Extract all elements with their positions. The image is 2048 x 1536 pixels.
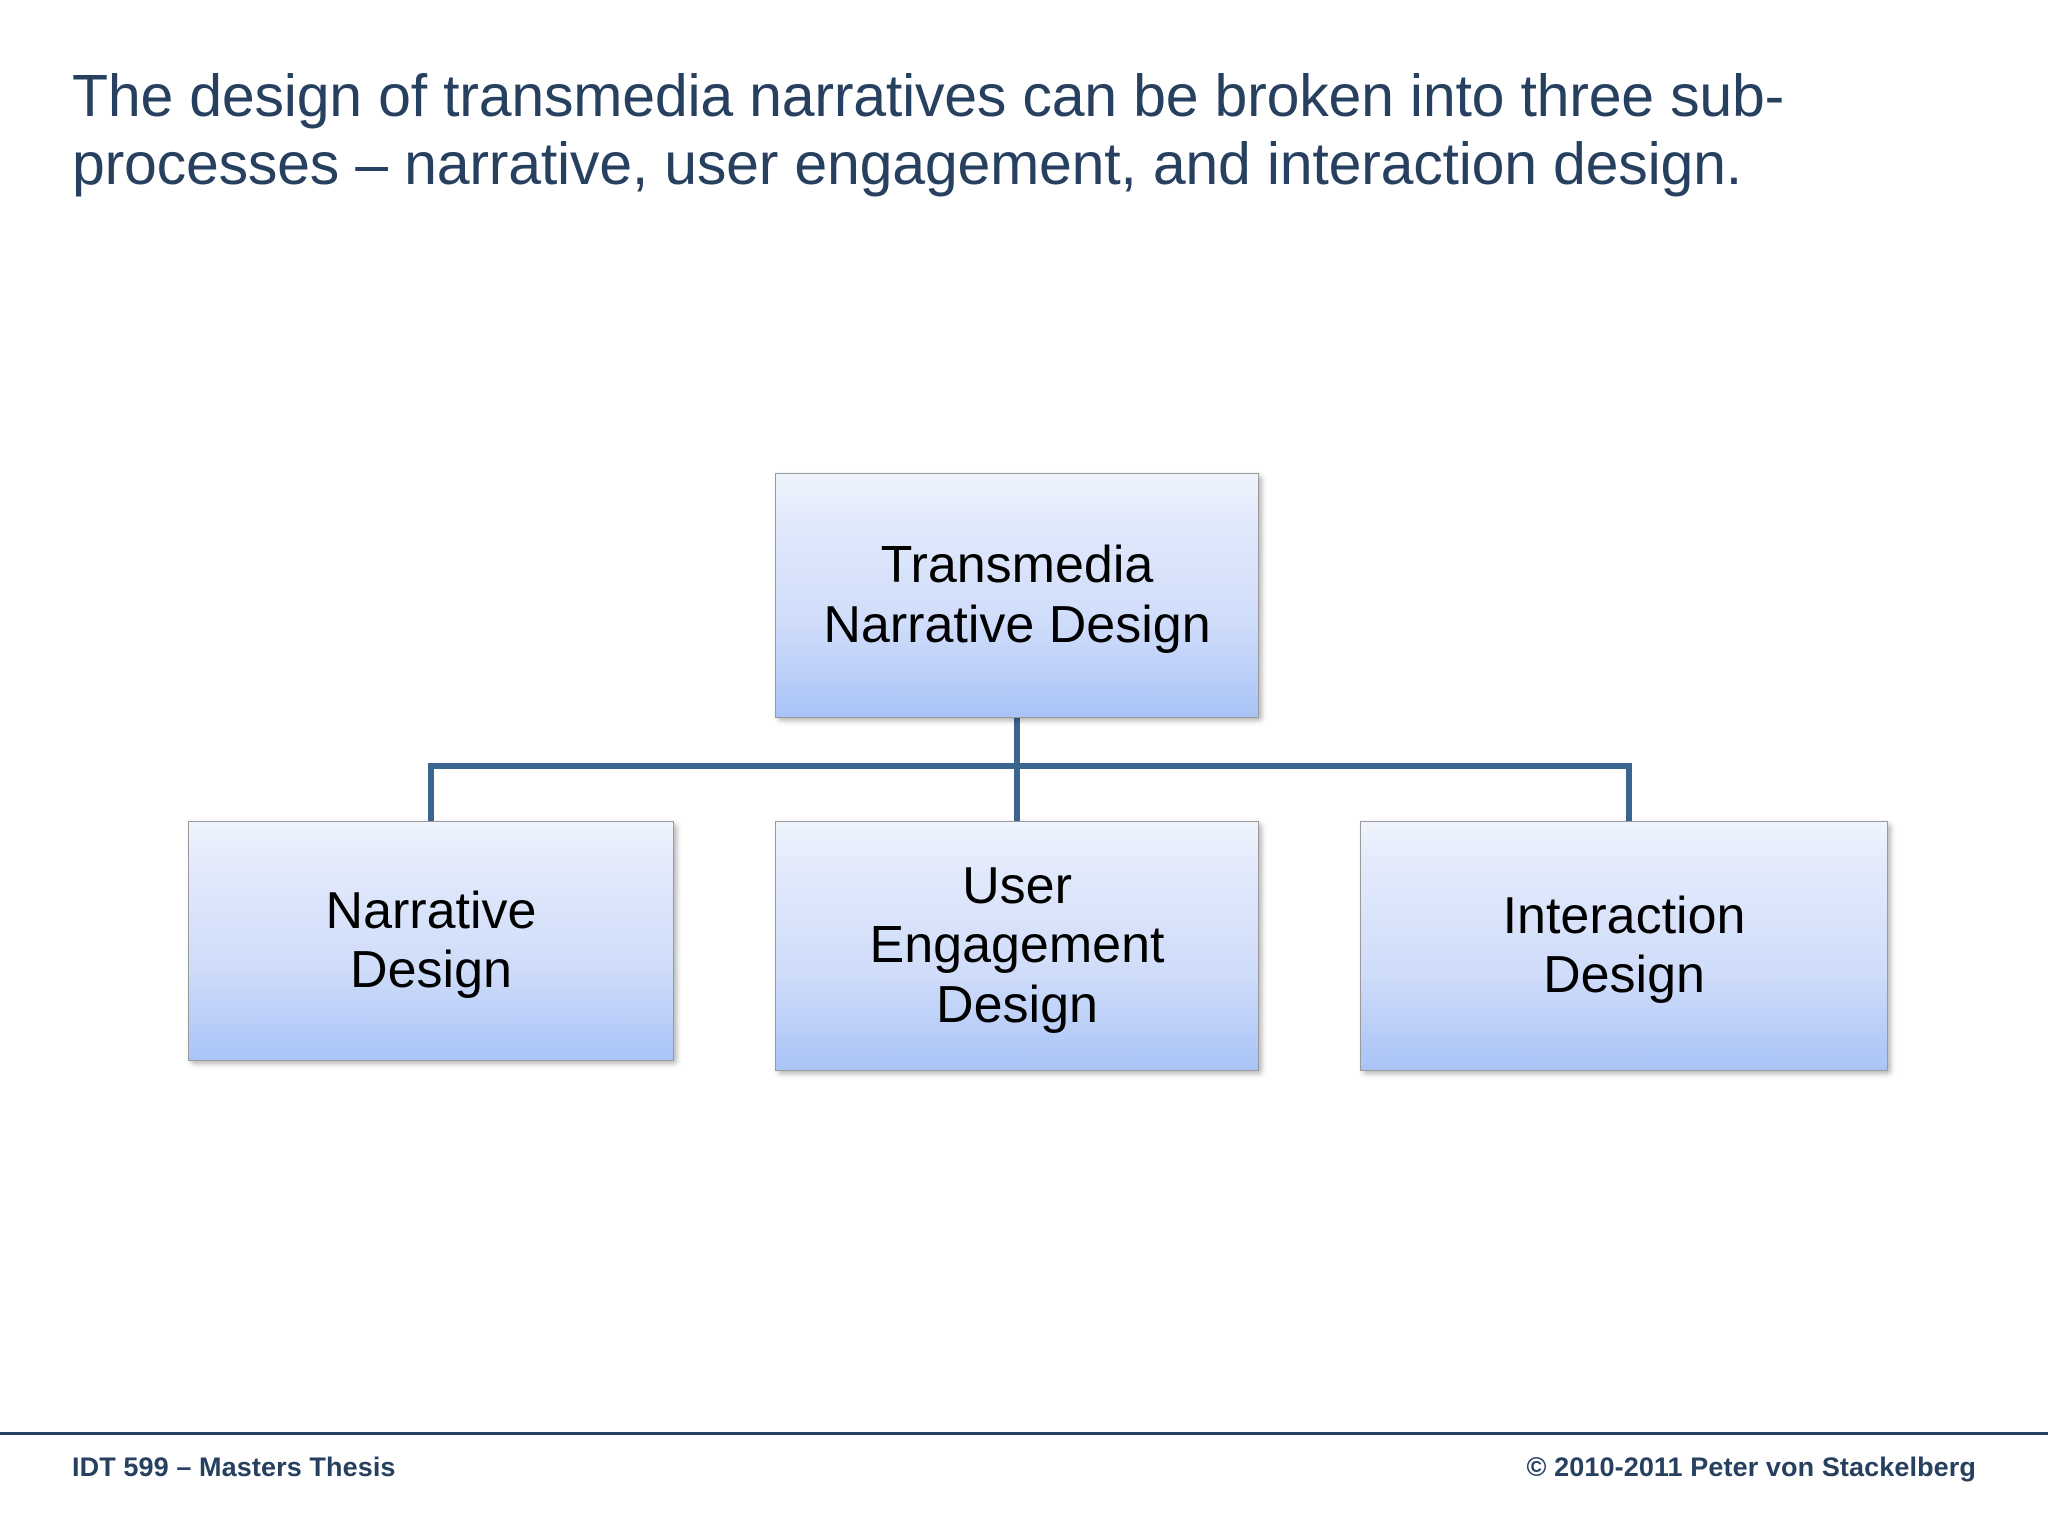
node-label: Narrative Design xyxy=(325,881,537,999)
footer-copyright: © 2010-2011 Peter von Stackelberg xyxy=(1526,1452,1976,1482)
node-label: Interaction Design xyxy=(1502,886,1746,1004)
page-title: The design of transmedia narratives can … xyxy=(72,63,1785,198)
footer-course-label: IDT 599 – Masters Thesis xyxy=(72,1452,396,1482)
node-transmedia-narrative-design[interactable]: Transmedia Narrative Design xyxy=(775,473,1259,718)
connector-horizontal-bus xyxy=(428,763,1632,769)
slide-title-block: The design of transmedia narratives can … xyxy=(72,62,1972,199)
connector-drop-interaction-design xyxy=(1626,763,1632,823)
node-user-engagement-design[interactable]: User Engagement Design xyxy=(775,821,1259,1071)
connector-drop-user-engagement-design xyxy=(1014,763,1020,823)
connector-drop-narrative-design xyxy=(428,763,434,823)
node-label: Transmedia Narrative Design xyxy=(823,536,1211,654)
node-label: User Engagement Design xyxy=(869,857,1165,1034)
node-interaction-design[interactable]: Interaction Design xyxy=(1360,821,1888,1071)
connector-root-trunk xyxy=(1014,718,1020,769)
footer-divider xyxy=(0,1432,2048,1435)
node-narrative-design[interactable]: Narrative Design xyxy=(188,821,674,1061)
